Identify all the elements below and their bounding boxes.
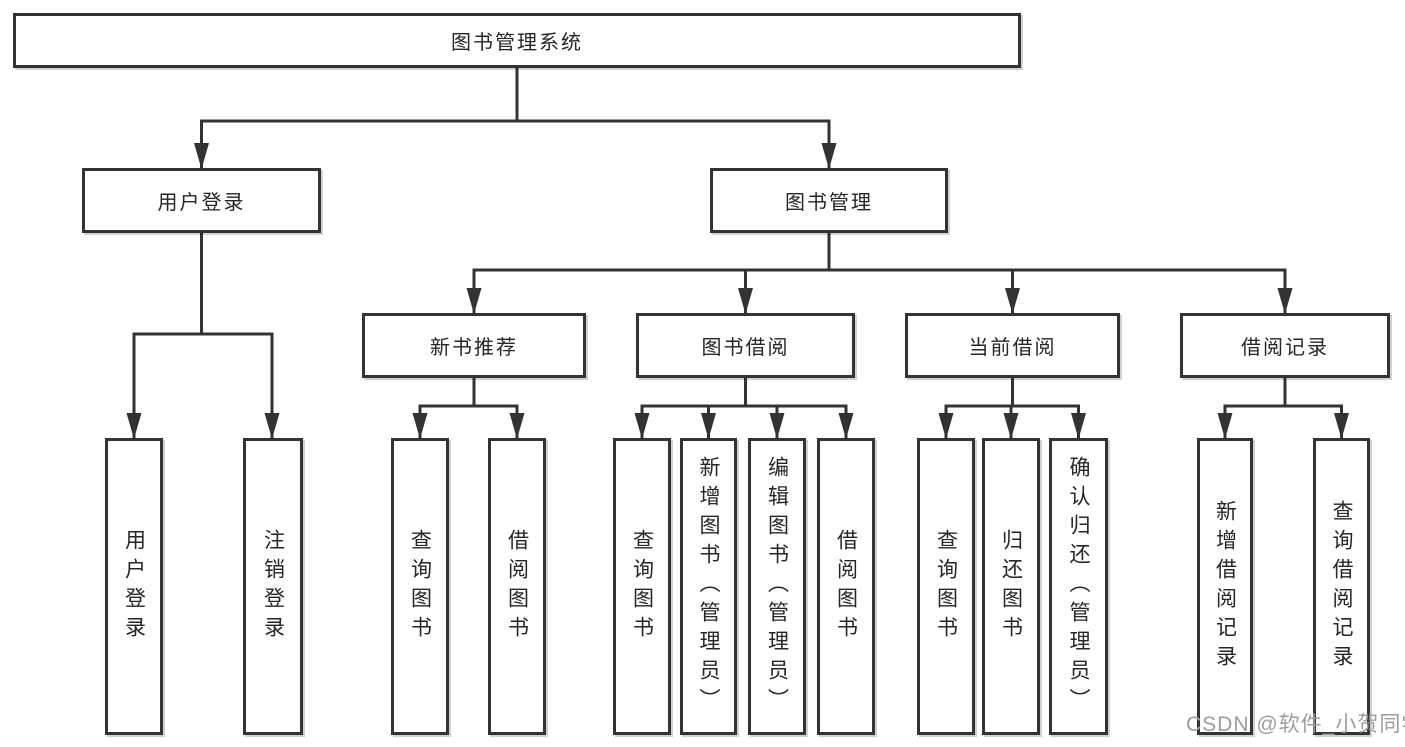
node-book-borrow: 图书借阅 — [636, 313, 855, 378]
node-leaf-add-books-admin: 新增图书（管理员） — [680, 438, 737, 735]
node-leaf-edit-books-admin: 编辑图书（管理员） — [748, 438, 806, 735]
node-leaf-borrow-books-2: 借阅图书 — [817, 438, 875, 735]
node-leaf-user-login: 用户登录 — [105, 438, 163, 735]
node-leaf-query-borrow-record: 查询借阅记录 — [1313, 438, 1370, 735]
node-library-system: 图书管理系统 — [13, 13, 1021, 68]
node-new-book-recommend: 新书推荐 — [362, 313, 586, 378]
node-leaf-return-books: 归还图书 — [982, 438, 1040, 735]
node-book-management: 图书管理 — [710, 168, 948, 233]
node-leaf-query-books-3: 查询图书 — [917, 438, 975, 735]
node-leaf-borrow-books-1: 借阅图书 — [488, 438, 546, 735]
node-current-borrow: 当前借阅 — [905, 313, 1120, 378]
node-leaf-query-books-2: 查询图书 — [613, 438, 671, 735]
watermark: CSDN @软件_小贺同学 — [1186, 713, 1405, 736]
node-borrow-records: 借阅记录 — [1180, 313, 1390, 378]
node-user-login: 用户登录 — [82, 168, 321, 233]
node-leaf-query-books-1: 查询图书 — [391, 438, 449, 735]
node-leaf-logout: 注销登录 — [243, 438, 303, 735]
node-leaf-add-borrow-record: 新增借阅记录 — [1197, 438, 1253, 735]
node-leaf-confirm-return-admin: 确认归还（管理员） — [1049, 438, 1108, 735]
